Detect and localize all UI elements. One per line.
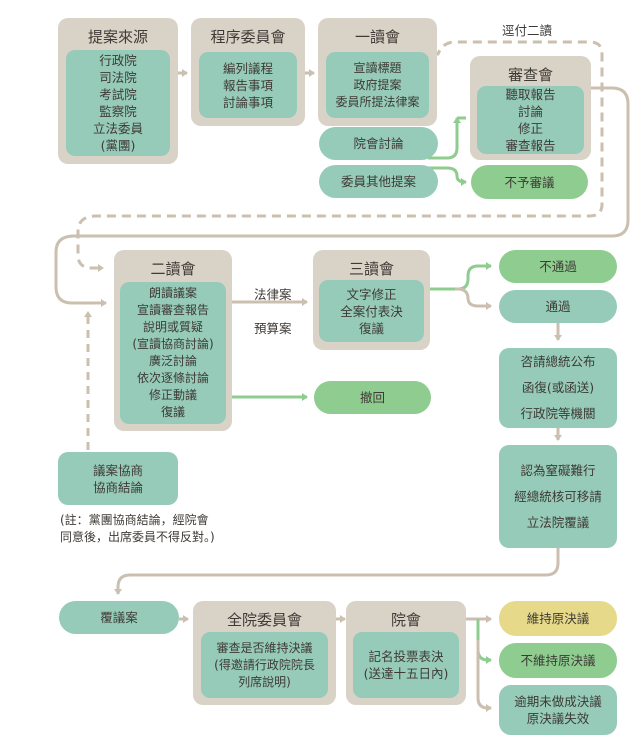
whole-committee-item: (得邀請行政院院長 — [214, 657, 315, 672]
proposal-item-legislators: 立法委員 — [92, 121, 143, 136]
plenary-list: 記名投票表決 (送達十五日內) — [353, 632, 459, 698]
third-reading-item: 復議 — [358, 320, 384, 336]
proposal-item-caucus: (黨團) — [100, 138, 136, 153]
procedure-committee-title: 程序委員會 — [210, 28, 286, 46]
proposal-item-judicial-yuan: 司法院 — [99, 70, 137, 85]
procedure-committee-box: 程序委員會 編列議程 報告事項 討論事項 — [191, 18, 305, 126]
committee-review-box: 審查會 聽取報告 討論 修正 審查報告 — [470, 56, 591, 160]
procedure-item: 編列議程 — [222, 60, 273, 76]
not-passed-pill: 不通過 — [499, 250, 617, 283]
second-reading-item: 修正動議 — [148, 388, 197, 402]
procedure-item: 討論事項 — [222, 94, 273, 110]
second-reading-item: 宣讀審查報告 — [136, 303, 209, 317]
overdue-line: 原決議失效 — [526, 711, 590, 726]
committee-review-list: 聽取報告 討論 修正 審查報告 — [477, 86, 584, 154]
negotiation-line: 議案協商 — [92, 462, 143, 478]
not-maintain-decision-pill: 不維持原決議 — [499, 643, 617, 678]
withdraw-pill: 撤回 — [314, 381, 431, 414]
overdue-line: 逾期未做成決議 — [514, 694, 602, 709]
first-reading-list: 宣讀標題 政府提案 委員所提法律案 — [326, 52, 429, 118]
second-reading-box: 二讀會 朗讀議案 宣讀審查報告 說明或質疑 (宣讀協商討論) 廣泛討論 依次逐條… — [114, 250, 232, 431]
law-bill-label: 法律案 — [254, 287, 292, 302]
promulgation-line: 函復(或函送) — [521, 380, 595, 395]
second-reading-item: 朗讀議案 — [148, 286, 197, 300]
proposal-source-list: 行政院 司法院 考試院 監察院 立法委員 (黨團) — [66, 50, 170, 156]
promulgation-line: 行政院等機關 — [520, 406, 596, 421]
proposal-source-title: 提案來源 — [87, 28, 148, 46]
plenary-title: 院會 — [390, 611, 421, 629]
whole-committee-list: 審查是否維持決議 (得邀請行政院院長 列席說明) — [201, 632, 328, 698]
committee-item: 討論 — [517, 104, 543, 119]
promulgation-box: 咨請總統公布 函復(或函送) 行政院等機關 — [499, 348, 617, 428]
veto-line: 立法院覆議 — [526, 514, 590, 530]
first-reading-item: 政府提案 — [353, 77, 402, 92]
no-review-pill: 不予審議 — [471, 165, 588, 199]
negotiation-note: (註：黨團協商結論，經院會 同意後，出席委員不得反對。) — [60, 512, 215, 546]
first-reading-box: 一讀會 宣讀標題 政府提案 委員所提法律案 — [318, 18, 437, 126]
refer-second-reading-label: 逕付二讀 — [502, 23, 553, 38]
plenary-item: 記名投票表決 — [368, 649, 444, 664]
first-reading-item: 委員所提法律案 — [335, 94, 420, 109]
committee-item: 修正 — [517, 121, 543, 136]
second-reading-item: 依次逐條討論 — [136, 371, 209, 385]
member-other-proposal-pill: 委員其他提案 — [319, 165, 438, 198]
note-line: (註：黨團協商結論，經院會 — [60, 513, 209, 527]
second-reading-item: 廣泛討論 — [148, 354, 197, 368]
first-reading-item: 宣讀標題 — [353, 60, 402, 75]
passed-pill: 通過 — [499, 290, 617, 323]
overdue-box: 逾期未做成決議 原決議失效 — [499, 685, 617, 735]
promulgation-line: 咨請總統公布 — [520, 354, 596, 369]
whole-committee-item: 列席說明) — [238, 674, 291, 689]
second-reading-list: 朗讀議案 宣讀審查報告 說明或質疑 (宣讀協商討論) 廣泛討論 依次逐條討論 修… — [120, 282, 226, 424]
negotiation-line: 協商結論 — [92, 479, 143, 495]
maintain-decision-pill: 維持原決議 — [499, 601, 617, 636]
third-reading-title: 三讀會 — [348, 260, 394, 278]
committee-item: 聽取報告 — [505, 87, 556, 102]
reconsider-case-pill: 覆議案 — [59, 601, 179, 634]
veto-box: 認為窒礙難行 經總統核可移請 立法院覆議 — [499, 445, 617, 548]
committee-item: 審查報告 — [505, 138, 556, 153]
third-reading-item: 全案付表決 — [340, 303, 403, 319]
proposal-item-examination-yuan: 考試院 — [99, 87, 137, 102]
plenary-box: 院會 記名投票表決 (送達十五日內) — [346, 601, 466, 705]
third-reading-item: 文字修正 — [346, 286, 397, 302]
note-line: 同意後，出席委員不得反對。) — [60, 530, 215, 544]
third-reading-box: 三讀會 文字修正 全案付表決 復議 — [313, 250, 430, 350]
committee-review-title: 審查會 — [507, 66, 553, 84]
proposal-item-control-yuan: 監察院 — [99, 104, 137, 119]
proposal-item-executive-yuan: 行政院 — [99, 53, 137, 68]
whole-committee-title: 全院委員會 — [226, 611, 302, 629]
veto-line: 經總統核可移請 — [514, 488, 602, 504]
plenary-discussion-pill: 院會討論 — [319, 127, 438, 160]
whole-committee-item: 審查是否維持決議 — [216, 640, 313, 655]
second-reading-item: 說明或質疑 — [142, 320, 203, 334]
whole-committee-box: 全院委員會 審查是否維持決議 (得邀請行政院院長 列席說明) — [193, 601, 336, 705]
third-reading-list: 文字修正 全案付表決 復議 — [319, 280, 424, 342]
budget-bill-label: 預算案 — [254, 321, 292, 336]
negotiation-box: 議案協商 協商結論 — [58, 452, 178, 505]
second-reading-item: (宣讀協商討論) — [132, 337, 214, 351]
veto-line: 認為窒礙難行 — [520, 462, 596, 478]
first-reading-title: 一讀會 — [354, 28, 400, 46]
plenary-item: (送達十五日內) — [363, 666, 449, 681]
second-reading-title: 二讀會 — [150, 260, 196, 278]
proposal-source-box: 提案來源 行政院 司法院 考試院 監察院 立法委員 (黨團) — [58, 18, 178, 164]
procedure-committee-list: 編列議程 報告事項 討論事項 — [199, 52, 297, 118]
second-reading-item: 復議 — [160, 405, 185, 419]
procedure-item: 報告事項 — [222, 77, 273, 93]
